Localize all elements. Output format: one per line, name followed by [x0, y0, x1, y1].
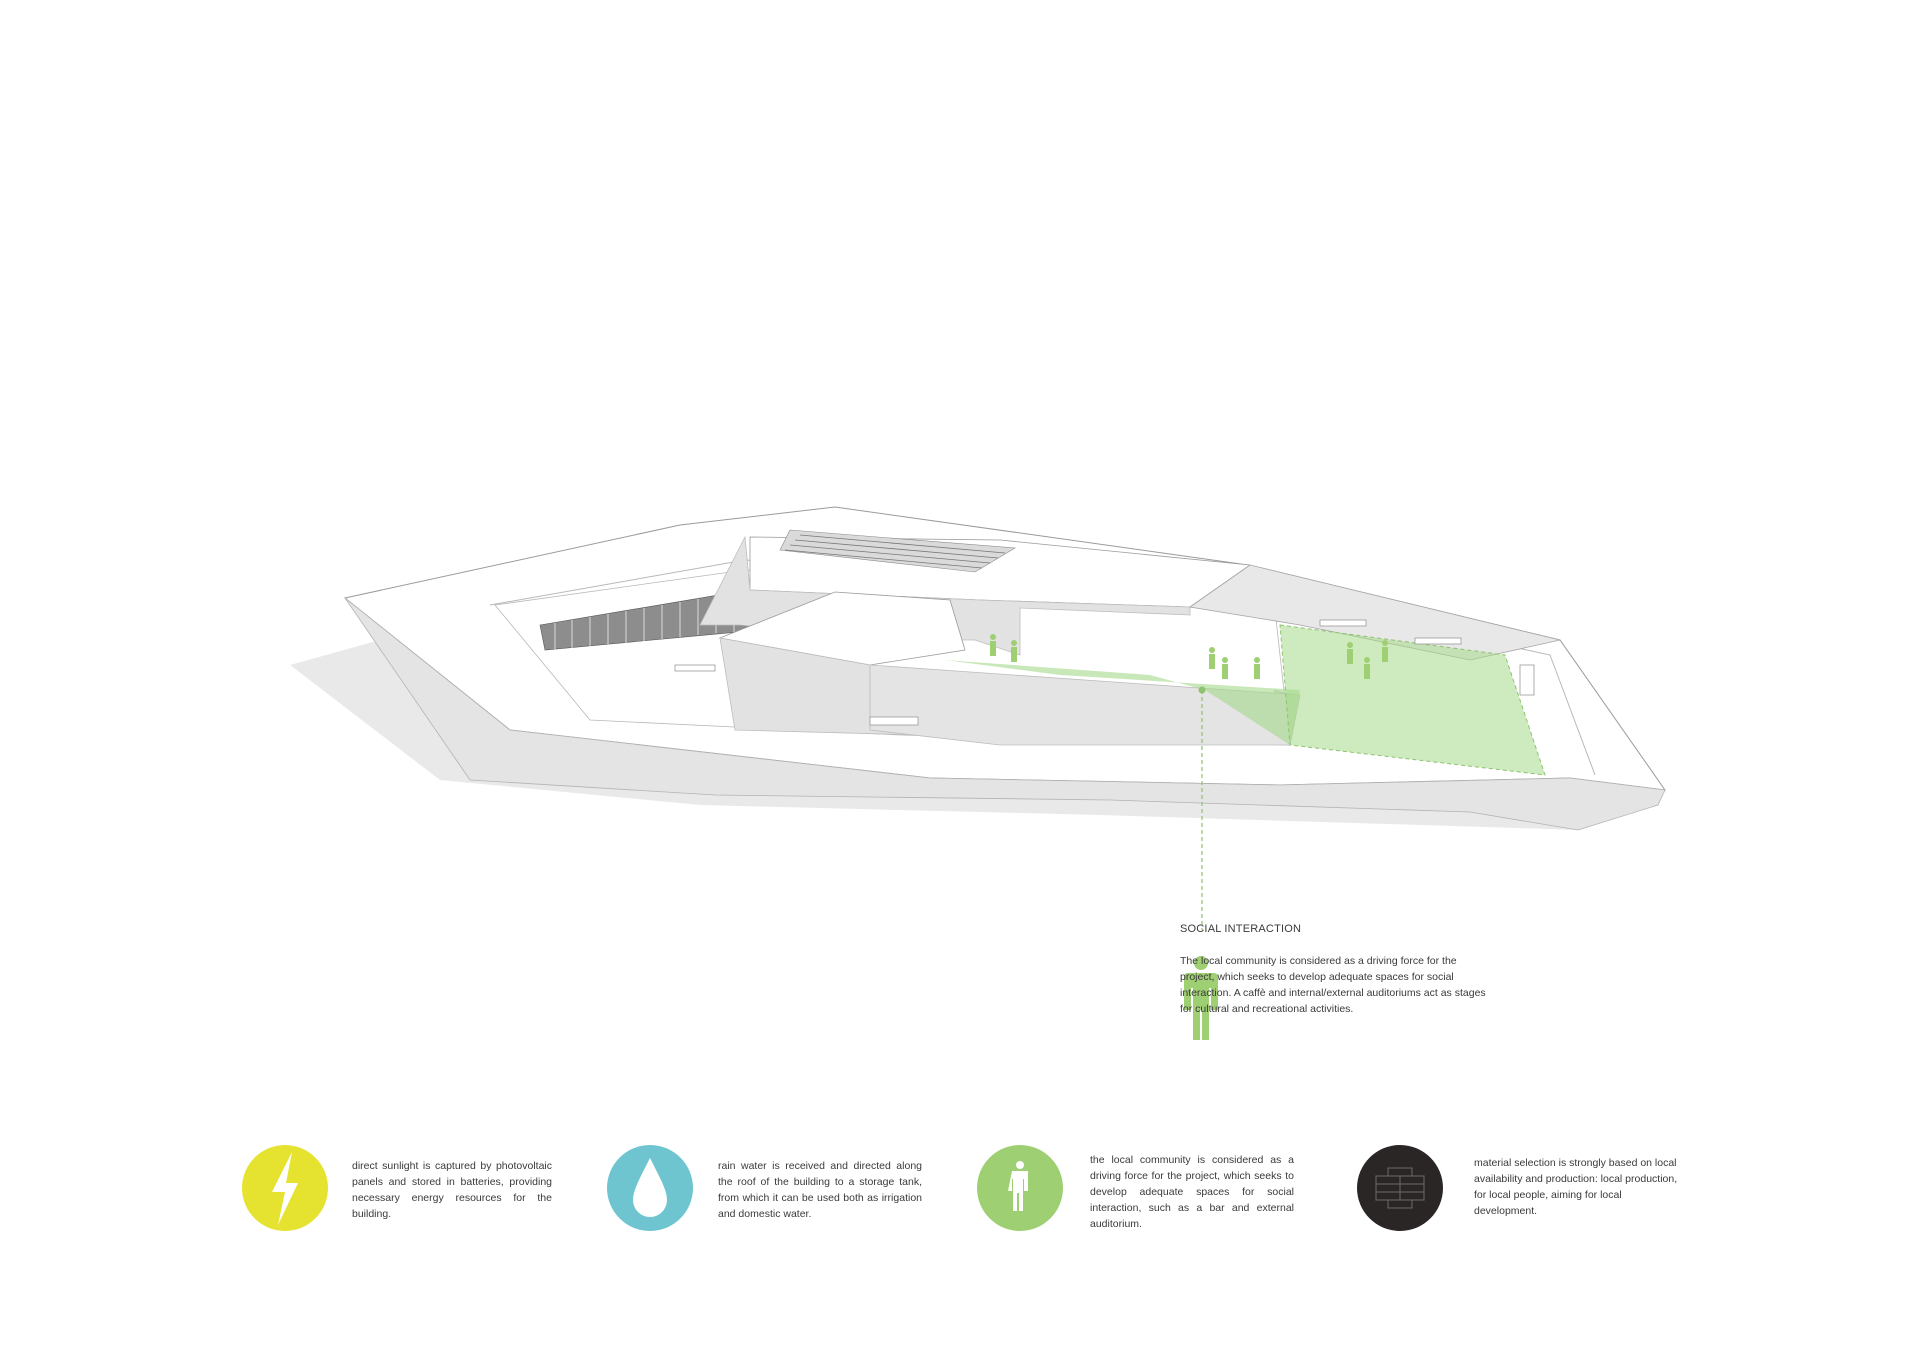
- right-roof: [1188, 564, 1561, 661]
- brick-wall-icon: [1375, 1167, 1425, 1209]
- callout-title: SOCIAL INTERACTION: [1180, 923, 1302, 935]
- benches: [674, 619, 1535, 726]
- legend-text-materials: material selection is strongly based on …: [1474, 1157, 1678, 1217]
- external-auditorium-green: [1279, 624, 1546, 776]
- legend-text-water: rain water is received and directed alon…: [718, 1160, 922, 1220]
- social-interaction-callout: SOCIAL INTERACTION The local community i…: [1180, 923, 1560, 1017]
- lightning-bolt-icon: [272, 1152, 298, 1225]
- auditorium-green: [945, 660, 1300, 745]
- solar-panels: [779, 529, 1016, 573]
- legend-text-energy: direct sunlight is captured by photovolt…: [352, 1160, 552, 1220]
- people-figures: [990, 634, 1388, 679]
- outer-platform-face: [344, 597, 1666, 831]
- person-icon: [1184, 956, 1218, 1040]
- legend-text-community: the local community is considered as a d…: [1090, 1154, 1294, 1230]
- callout-body: The local community is considered as a d…: [1180, 955, 1486, 1015]
- person-icon: [1008, 1161, 1028, 1211]
- water-drop-icon: [633, 1158, 667, 1217]
- callout-anchor-dot: [1198, 686, 1206, 694]
